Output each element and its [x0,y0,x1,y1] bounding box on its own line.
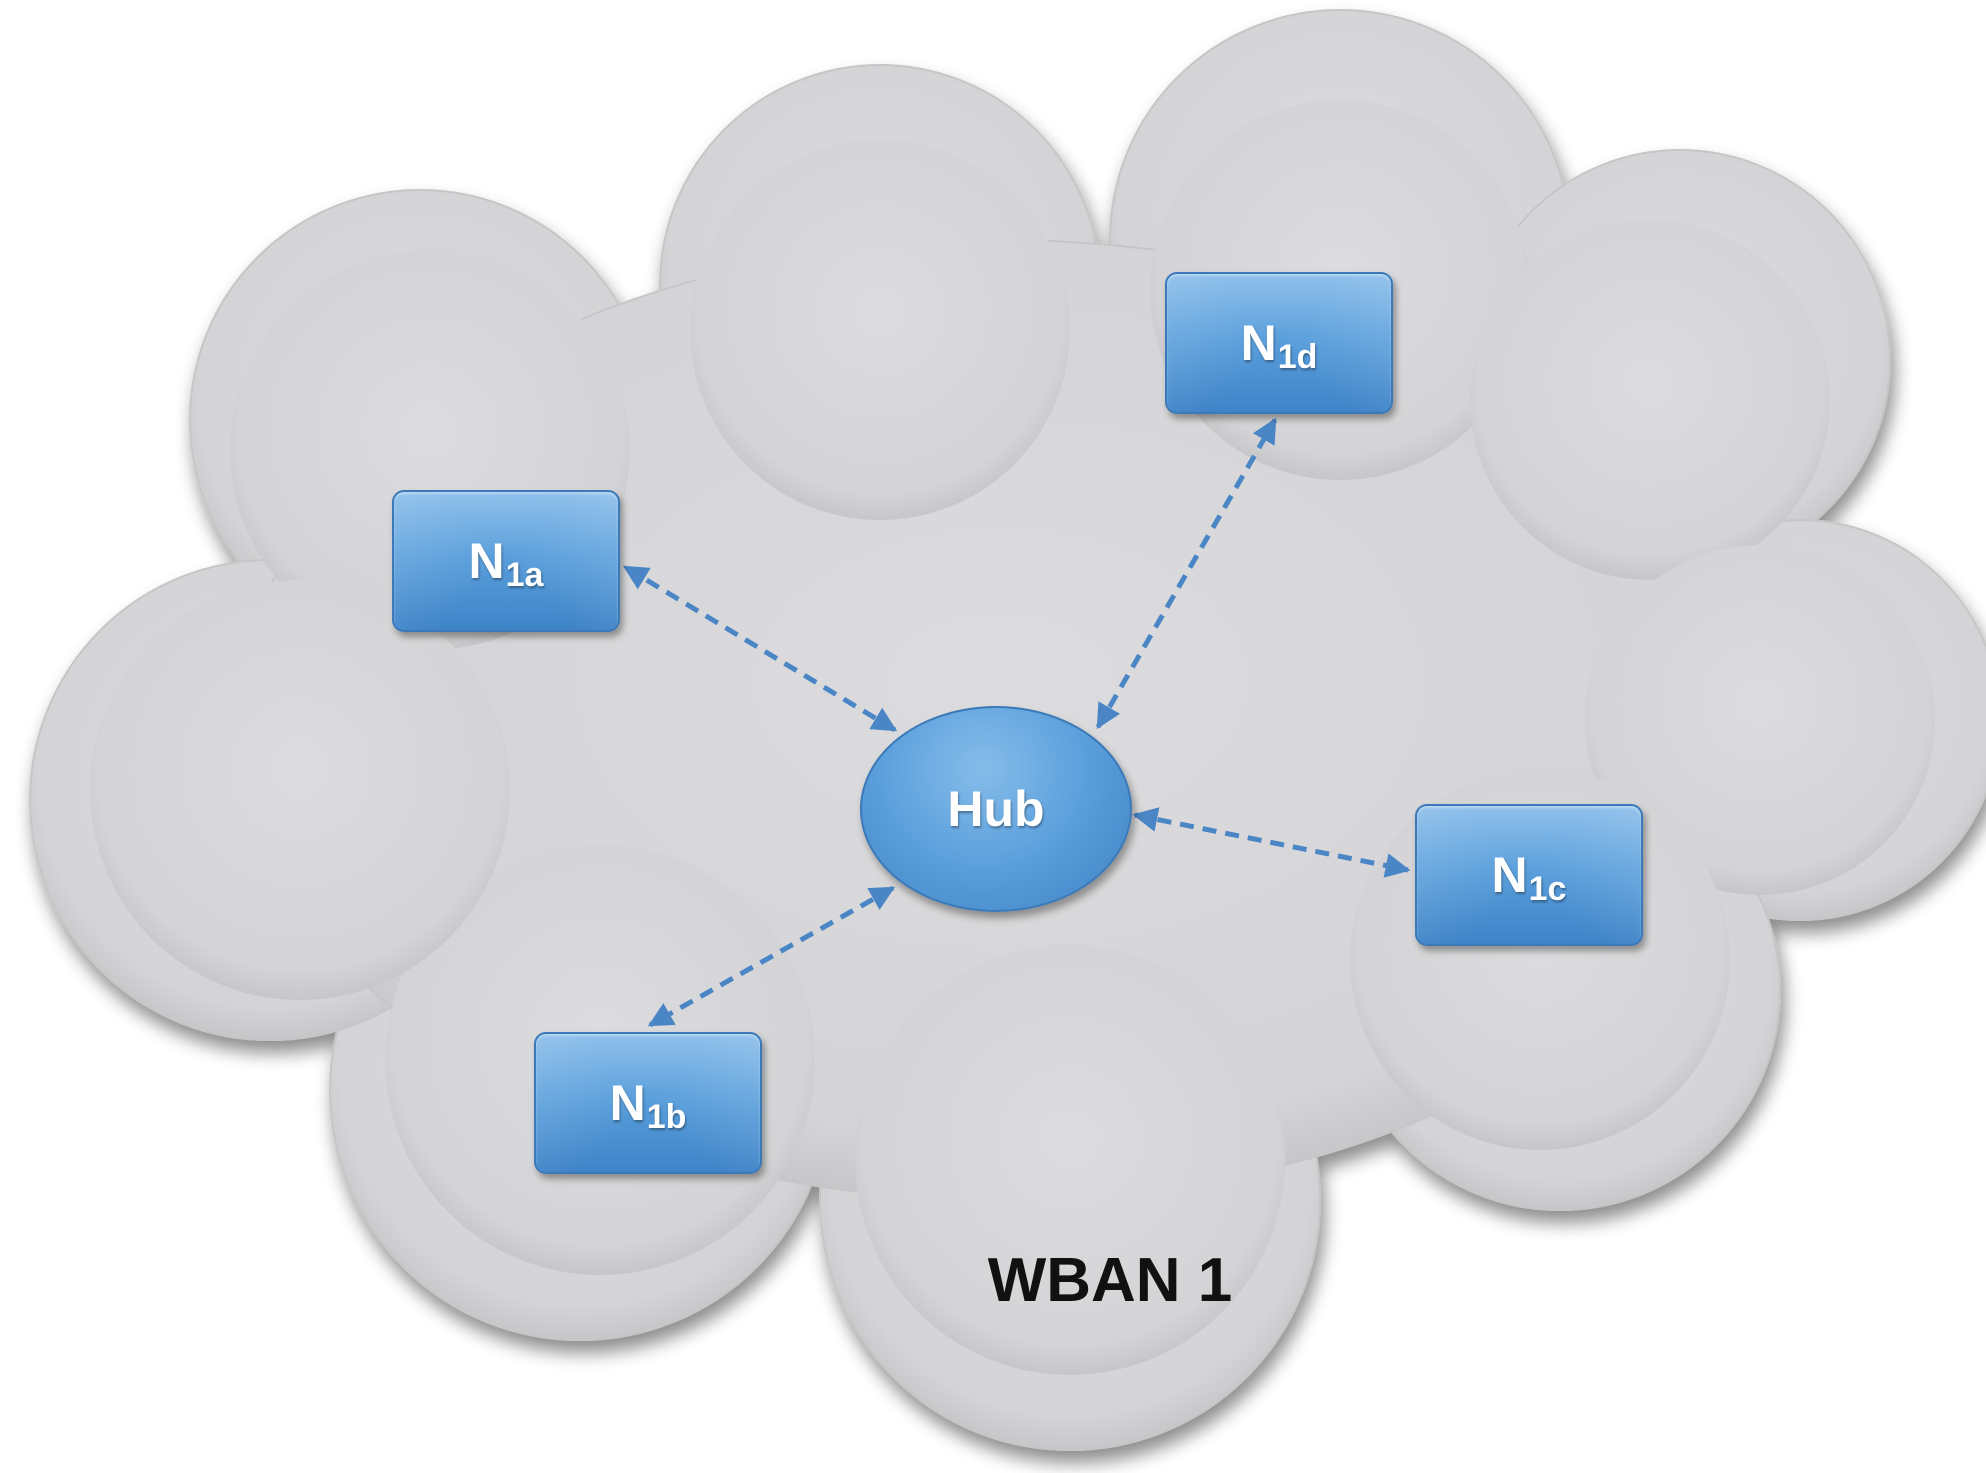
link-hub-n1c [1132,807,1411,878]
link-hub-n1a [622,564,898,733]
node-n1d-subscript: 1d [1277,337,1318,376]
node-n1d-base: N [1240,315,1277,371]
links [622,417,1411,1028]
hub-label: Hub [947,781,1045,837]
link-hub-n1d [1095,417,1278,730]
node-n1c-base: N [1491,847,1528,903]
node-n1a-base: N [468,533,505,589]
network-label: WBAN 1 [987,1245,1233,1315]
node-n1b-subscript: 1b [646,1097,687,1136]
node-n1a-subscript: 1a [505,555,544,594]
node-n1b-base: N [609,1075,646,1131]
link-hub-n1b [647,885,896,1028]
hub-node: Hub [860,706,1132,912]
node-n1c-subscript: 1c [1528,869,1567,908]
